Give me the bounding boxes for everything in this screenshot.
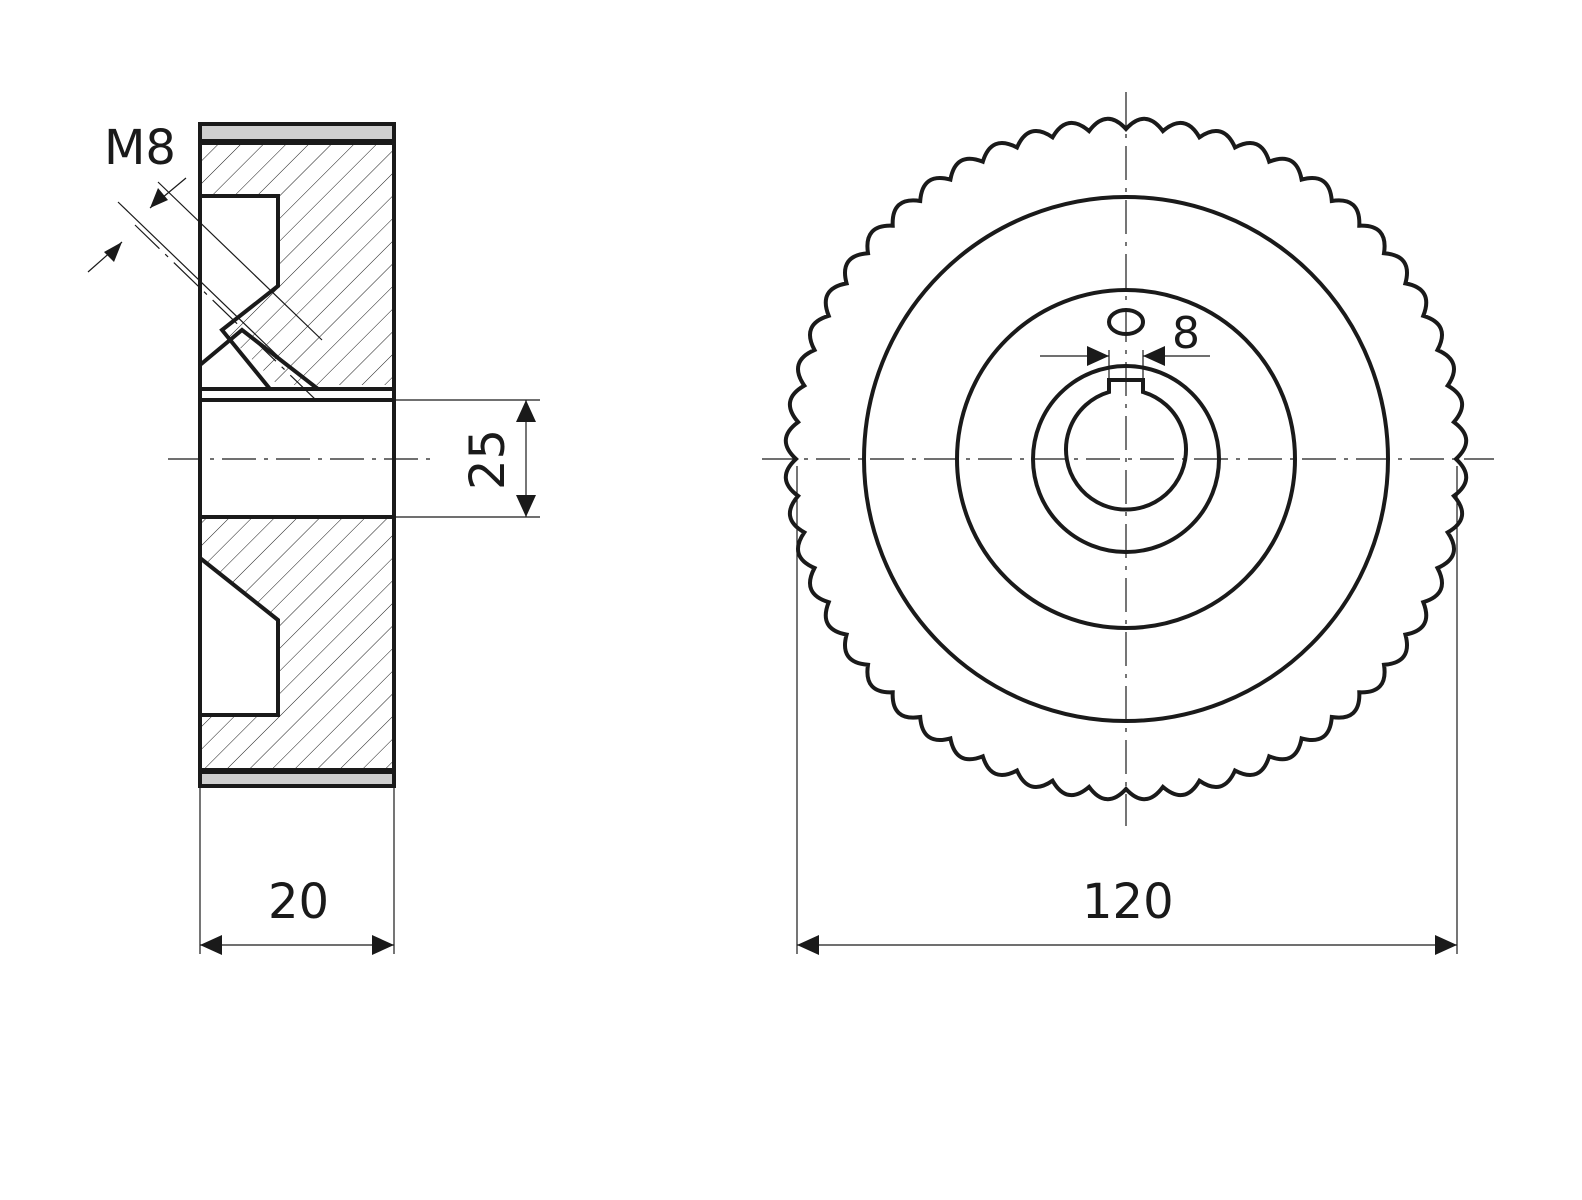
bore-diameter-label: 25	[460, 429, 516, 490]
width-label: 20	[268, 874, 329, 930]
section-upper-hatch	[202, 143, 392, 385]
bore-with-keyway	[1064, 378, 1188, 512]
upper-cavity	[200, 194, 280, 391]
thread-centerline	[134, 224, 317, 401]
outer-diameter-label: 120	[1082, 874, 1174, 930]
front-view: 8 120	[762, 92, 1494, 955]
lower-cavity	[198, 556, 280, 717]
section-lower-hatch	[202, 517, 392, 770]
section-outline	[198, 122, 396, 788]
rim-top	[198, 122, 396, 143]
thread-label: M8	[104, 120, 176, 176]
rim-bottom	[198, 770, 396, 788]
keyway-width-label: 8	[1172, 308, 1200, 359]
section-view: M8 25 20	[87, 120, 540, 955]
